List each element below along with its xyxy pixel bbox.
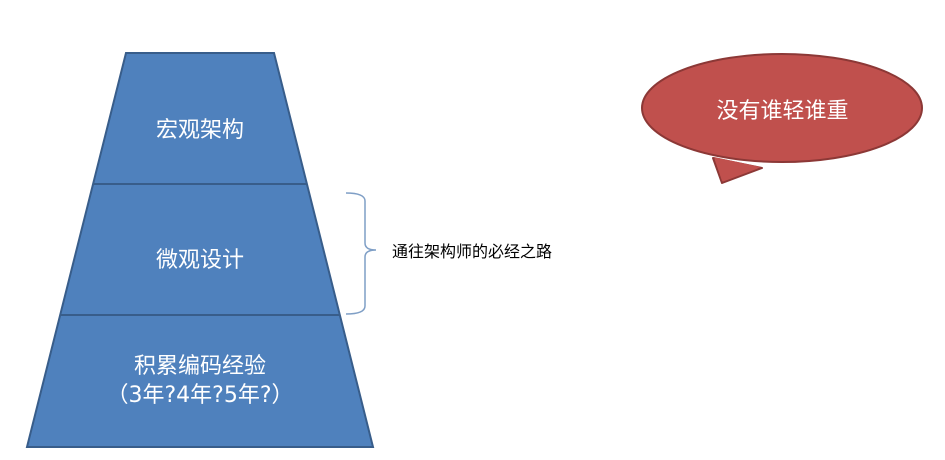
- coding-experience-years: （3年?4年?5年?）: [106, 383, 294, 408]
- right-brace-icon: [345, 192, 377, 315]
- brace-annotation: 通往架构师的必经之路: [392, 242, 553, 261]
- speech-bubble: [641, 53, 923, 184]
- callout-text: 没有谁轻谁重: [716, 99, 849, 124]
- pyramid-shape: [25, 52, 375, 448]
- pyramid-level-micro-design: 微观设计: [155, 248, 244, 273]
- pyramid-level-coding-experience: 积累编码经验 （3年?4年?5年?）: [40, 352, 360, 410]
- coding-experience-title: 积累编码经验: [133, 354, 266, 379]
- pyramid-level-macro-architecture: 宏观架构: [155, 118, 244, 143]
